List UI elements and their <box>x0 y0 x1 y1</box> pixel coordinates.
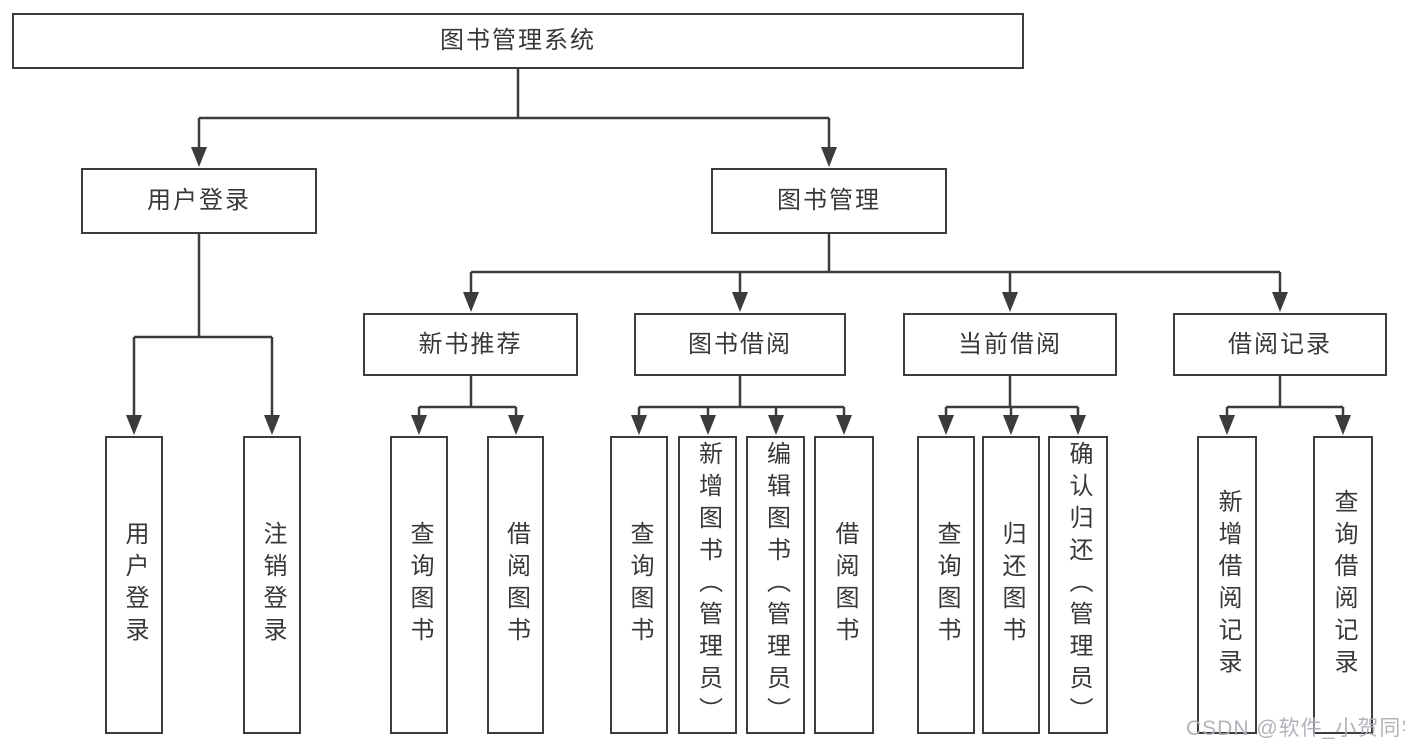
node-book-borrow-label: 图书借阅 <box>688 330 792 358</box>
leaf-confirm-return-admin: 确认归还（管理员） <box>1048 436 1108 734</box>
leaf-query-books-borrow-label: 查询图书 <box>626 521 653 649</box>
node-user-login-label: 用户登录 <box>147 187 251 214</box>
node-current-borrow-label: 当前借阅 <box>958 330 1062 358</box>
leaf-user-login-label: 用户登录 <box>121 521 148 649</box>
node-new-book-recommend: 新书推荐 <box>363 313 578 376</box>
leaf-logout-label: 注销登录 <box>259 521 286 649</box>
node-book-management-label: 图书管理 <box>777 187 881 214</box>
node-borrow-records-label: 借阅记录 <box>1228 330 1332 358</box>
leaf-user-login: 用户登录 <box>105 436 163 734</box>
leaf-add-borrow-record: 新增借阅记录 <box>1197 436 1257 734</box>
leaf-return-books-label: 归还图书 <box>998 521 1025 649</box>
leaf-borrow-books: 借阅图书 <box>814 436 874 734</box>
leaf-add-borrow-record-label: 新增借阅记录 <box>1214 489 1241 681</box>
node-current-borrow: 当前借阅 <box>903 313 1117 376</box>
leaf-edit-books-admin-label: 编辑图书（管理员） <box>762 441 790 729</box>
leaf-confirm-return-admin-label: 确认归还（管理员） <box>1065 441 1092 729</box>
leaf-add-books-admin-label: 新增图书（管理员） <box>694 441 722 729</box>
node-root-label: 图书管理系统 <box>440 27 596 54</box>
csdn-watermark: CSDN @软件_小贺同学 <box>1186 717 1405 740</box>
leaf-query-books-newbook-label: 查询图书 <box>406 521 433 649</box>
leaf-query-books-current-label: 查询图书 <box>933 521 960 649</box>
leaf-borrow-books-newbook: 借阅图书 <box>487 436 544 734</box>
node-new-book-recommend-label: 新书推荐 <box>418 330 523 358</box>
leaf-borrow-books-newbook-label: 借阅图书 <box>502 521 530 649</box>
leaf-query-books-borrow: 查询图书 <box>610 436 668 734</box>
leaf-add-books-admin: 新增图书（管理员） <box>678 436 737 734</box>
node-borrow-records: 借阅记录 <box>1173 313 1387 376</box>
leaf-query-books-current: 查询图书 <box>917 436 975 734</box>
leaf-logout: 注销登录 <box>243 436 301 734</box>
leaf-edit-books-admin: 编辑图书（管理员） <box>746 436 805 734</box>
node-book-borrow: 图书借阅 <box>634 313 846 376</box>
node-book-management: 图书管理 <box>711 168 947 234</box>
leaf-borrow-books-label: 借阅图书 <box>831 521 858 649</box>
node-user-login: 用户登录 <box>81 168 317 234</box>
leaf-query-borrow-record-label: 查询借阅记录 <box>1330 489 1357 681</box>
leaf-return-books: 归还图书 <box>982 436 1040 734</box>
node-library-management-system: 图书管理系统 <box>12 13 1024 69</box>
leaf-query-books-newbook: 查询图书 <box>390 436 448 734</box>
leaf-query-borrow-record: 查询借阅记录 <box>1313 436 1373 734</box>
